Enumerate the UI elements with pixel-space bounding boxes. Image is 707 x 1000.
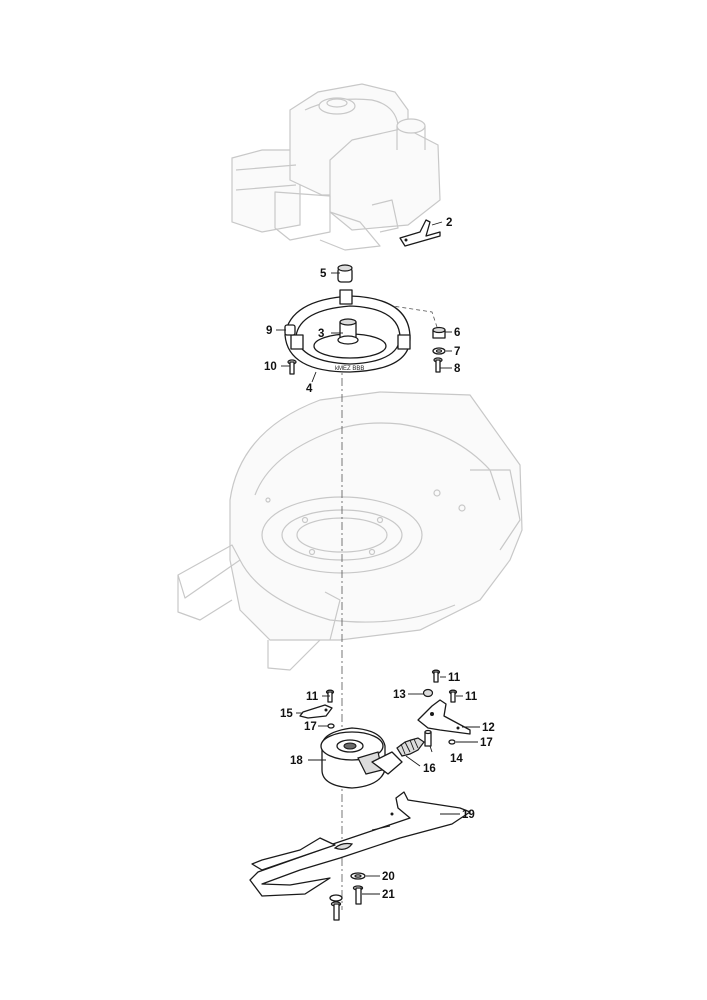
svg-text:kMEZ BBB: kMEZ BBB bbox=[335, 366, 364, 372]
callout-11-left: 11 bbox=[306, 691, 319, 703]
part-bolt-8 bbox=[433, 357, 443, 373]
part-pin-14 bbox=[424, 729, 432, 747]
callout-13: 13 bbox=[393, 689, 406, 701]
part-washer-17-left bbox=[327, 723, 335, 729]
part-lever-12 bbox=[417, 699, 471, 735]
engine-ghost bbox=[231, 83, 441, 251]
part-blade-19 bbox=[249, 791, 471, 897]
part-spring-16 bbox=[396, 737, 425, 757]
part-bracket bbox=[399, 219, 441, 247]
callout-4: 4 bbox=[306, 383, 313, 395]
callout-9: 9 bbox=[266, 325, 272, 337]
callout-11-right: 11 bbox=[465, 691, 478, 703]
part-bolt-21 bbox=[352, 885, 364, 905]
callout-8: 8 bbox=[454, 363, 461, 375]
callout-6: 6 bbox=[454, 327, 460, 339]
part-bolt-11-top bbox=[431, 669, 441, 683]
callout-11-top: 11 bbox=[448, 672, 461, 684]
part-washer-left bbox=[329, 894, 343, 902]
callout-labels: 2 5 3 9 10 4 6 7 8 11 13 11 12 17 14 16 … bbox=[264, 217, 495, 901]
callout-20: 20 bbox=[382, 871, 395, 883]
callout-17-left: 17 bbox=[304, 721, 317, 733]
callout-5: 5 bbox=[320, 268, 327, 280]
callout-3: 3 bbox=[318, 328, 324, 340]
callout-17-right: 17 bbox=[480, 737, 493, 749]
part-bolt-left bbox=[330, 901, 342, 921]
callout-19: 19 bbox=[462, 809, 475, 821]
callout-18: 18 bbox=[290, 755, 303, 767]
part-blade-clutch-18 bbox=[320, 727, 403, 789]
leader-lines bbox=[276, 221, 480, 895]
part-nut-6 bbox=[432, 326, 446, 339]
callout-16: 16 bbox=[423, 763, 436, 775]
callout-7: 7 bbox=[454, 346, 460, 358]
part-washer-7 bbox=[432, 347, 446, 355]
part-spacer bbox=[337, 264, 353, 283]
part-washer-17-right bbox=[448, 739, 456, 745]
callout-2: 2 bbox=[446, 217, 452, 229]
part-bolt-10 bbox=[287, 359, 297, 375]
callout-15: 15 bbox=[280, 708, 293, 720]
callout-21: 21 bbox=[382, 889, 395, 901]
part-washer-20 bbox=[350, 872, 366, 880]
callout-14: 14 bbox=[450, 753, 463, 765]
deck-ghost bbox=[177, 391, 523, 671]
part-bolt-11-left bbox=[325, 689, 335, 703]
callout-12: 12 bbox=[482, 722, 495, 734]
callout-10: 10 bbox=[264, 361, 277, 373]
part-bracket-15 bbox=[299, 704, 333, 719]
part-bolt-11-right bbox=[448, 689, 458, 703]
part-nut-13 bbox=[422, 688, 434, 698]
part-nut-left bbox=[284, 324, 296, 336]
part-hub bbox=[337, 318, 359, 345]
